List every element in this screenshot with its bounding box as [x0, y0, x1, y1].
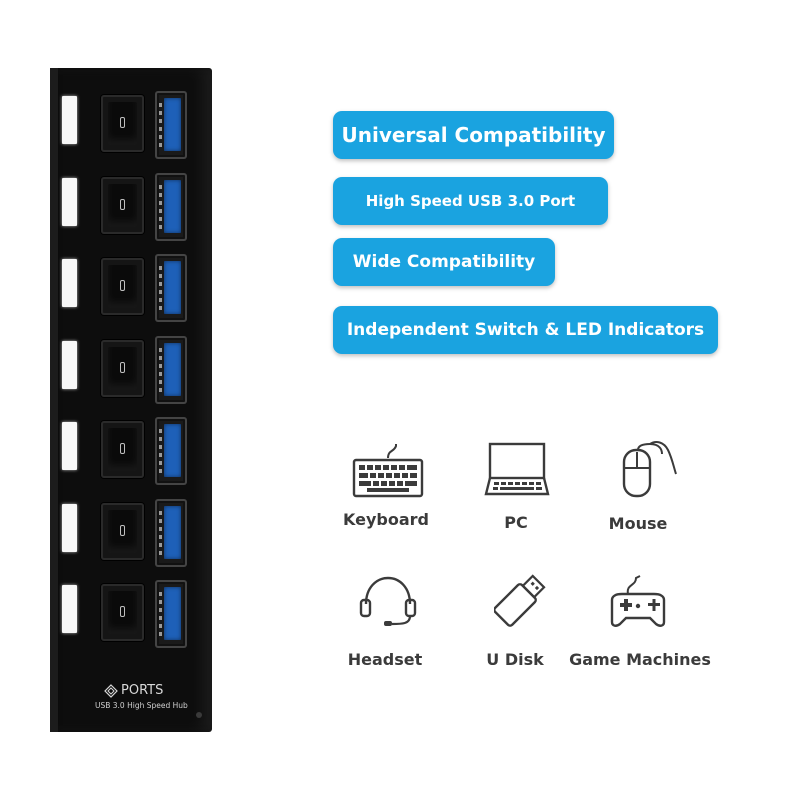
usb3-port — [155, 91, 187, 159]
power-symbol-icon — [120, 524, 125, 536]
feature-pill-universal: Universal Compatibility — [333, 111, 614, 159]
led-indicator — [62, 422, 77, 470]
device-label-game-machines: Game Machines — [569, 650, 711, 669]
led-indicator — [62, 503, 77, 552]
power-symbol-icon — [120, 361, 125, 373]
device-label-headset: Headset — [347, 650, 423, 669]
led-indicator — [62, 96, 77, 144]
laptop-icon — [484, 440, 550, 498]
feature-pill-wide: Wide Compatibility — [333, 238, 555, 286]
usb-drive-icon — [494, 572, 546, 628]
device-label-pc: PC — [504, 513, 528, 532]
feature-pill-usb3: High Speed USB 3.0 Port — [333, 177, 608, 225]
hub-brand-text: PORTS — [121, 683, 164, 698]
led-indicator — [62, 259, 77, 307]
hub-power-led — [196, 712, 202, 718]
usb-hub-edge — [50, 68, 58, 732]
usb3-port — [155, 417, 187, 485]
port-power-switch[interactable] — [101, 421, 144, 478]
device-label-keyboard: Keyboard — [343, 510, 429, 529]
led-indicator — [62, 585, 77, 633]
diamond-logo-icon — [104, 683, 118, 698]
power-symbol-icon — [120, 606, 125, 617]
power-symbol-icon — [120, 117, 125, 128]
port-power-switch[interactable] — [101, 502, 144, 560]
feature-pill-switch-led: Independent Switch & LED Indicators — [333, 306, 718, 354]
gamepad-icon — [606, 572, 670, 630]
port-power-switch[interactable] — [101, 95, 144, 152]
headset-icon — [358, 574, 418, 628]
device-label-udisk: U Disk — [486, 650, 544, 669]
port-power-switch[interactable] — [101, 176, 144, 234]
led-indicator — [62, 177, 77, 226]
usb3-port — [155, 580, 187, 648]
port-power-switch[interactable] — [101, 258, 144, 315]
usb3-port — [155, 498, 187, 567]
led-indicator — [62, 340, 77, 389]
hub-brand-logo: PORTS — [104, 683, 163, 698]
power-symbol-icon — [120, 198, 125, 210]
hub-subtitle: USB 3.0 High Speed Hub — [95, 701, 188, 710]
usb3-port — [155, 172, 187, 241]
keyboard-icon — [352, 442, 424, 498]
usb3-port — [155, 254, 187, 322]
power-symbol-icon — [120, 280, 125, 291]
mouse-icon — [620, 440, 680, 500]
device-label-mouse: Mouse — [608, 514, 668, 533]
power-symbol-icon — [120, 443, 125, 454]
port-power-switch[interactable] — [101, 584, 144, 641]
port-power-switch[interactable] — [101, 339, 144, 397]
usb3-port — [155, 335, 187, 404]
